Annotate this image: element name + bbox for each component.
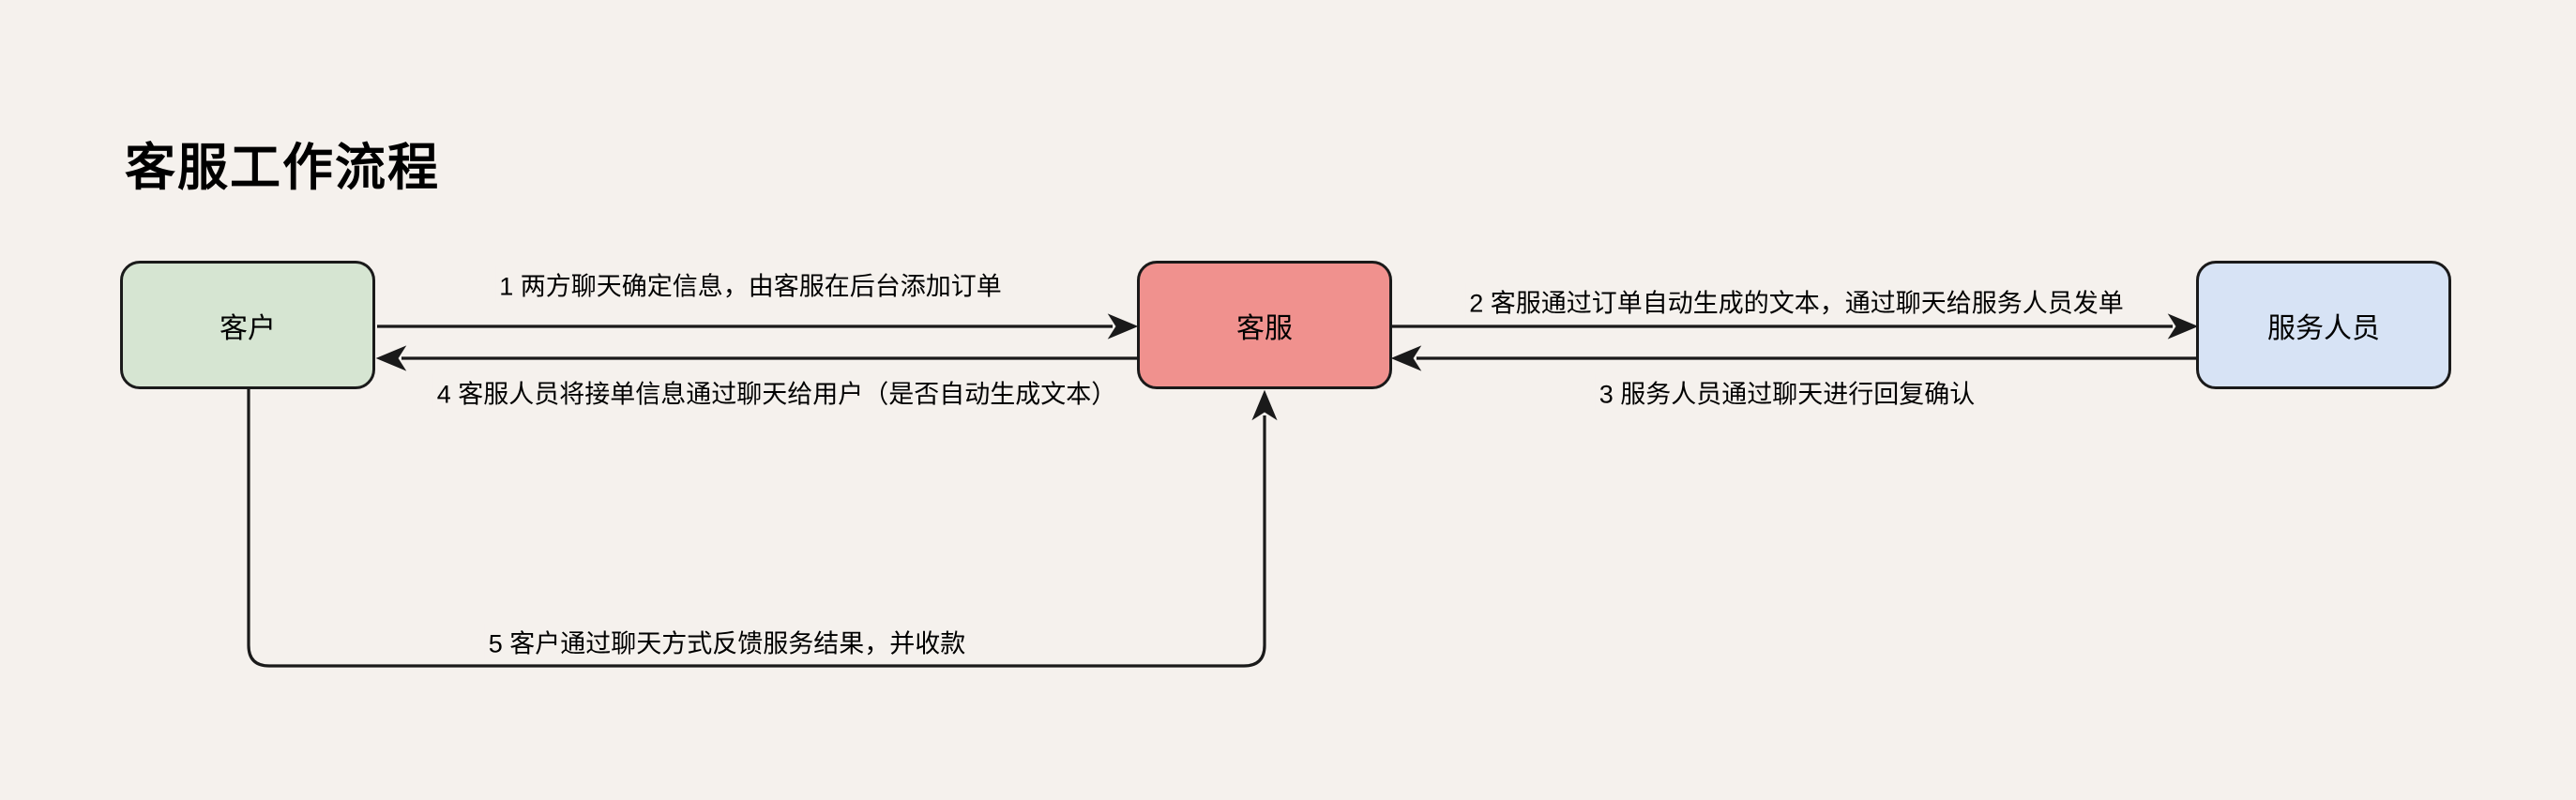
diagram-title: 客服工作流程 — [125, 140, 440, 196]
edge-1-arrowhead — [1107, 313, 1139, 340]
edge-3-arrowhead — [1390, 345, 1422, 371]
edge-4-arrowhead — [375, 345, 407, 371]
edge-2-label: 2 客服通过订单自动生成的文本，通过聊天给服务人员发单 — [1465, 282, 2128, 320]
edge-5-line[interactable] — [247, 389, 1266, 668]
node-customer[interactable]: 客户 — [120, 261, 375, 389]
node-customer-label: 客户 — [220, 312, 276, 344]
edge-5-arrowhead — [1251, 389, 1278, 421]
node-staff-label: 服务人员 — [2267, 312, 2380, 344]
node-support-label: 客服 — [1236, 312, 1293, 344]
node-staff[interactable]: 服务人员 — [2196, 261, 2451, 389]
edge-2-arrowhead — [2167, 313, 2199, 340]
edge-1-label: 1 两方聊天确定信息，由客服在后台添加订单 — [495, 265, 1006, 303]
edge-5-label: 5 客户通过聊天方式反馈服务结果，并收款 — [484, 623, 970, 660]
edge-3-label: 3 服务人员通过聊天进行回复确认 — [1595, 373, 1979, 411]
edge-4-label: 4 客服人员将接单信息通过聊天给用户（是否自动生成文本） — [432, 373, 1121, 411]
node-support[interactable]: 客服 — [1137, 261, 1392, 389]
